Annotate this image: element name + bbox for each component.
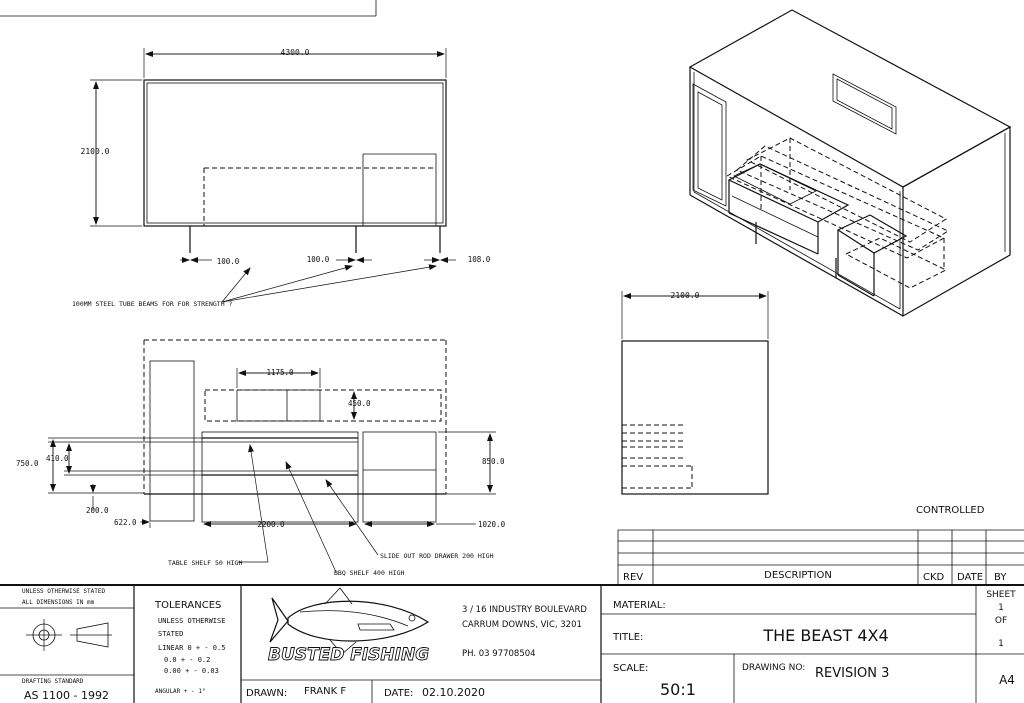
- side-view: 1175.0 450.0 410.0 750.0 850.0 200.0 622…: [16, 339, 506, 577]
- dim-right-height: 850.0: [482, 457, 505, 466]
- revision-block: CONTROLLED REV DESCRIPTION CKD DATE BY: [617, 505, 1024, 585]
- dim-front-right-offset: 108.0: [468, 255, 491, 264]
- dim-shelf-height: 410.0: [46, 454, 69, 463]
- drawing-title: THE BEAST 4X4: [762, 626, 888, 645]
- dim-front-mid-offset: 100.0: [307, 255, 330, 264]
- front-view: 4300.0 2100.0 100.0 100.0 108.0 100MM ST…: [72, 48, 491, 308]
- dim-end-width: 2100.0: [671, 291, 700, 300]
- tol-line3: LINEAR 0 + - 0.5: [158, 644, 225, 652]
- title-block: UNLESS OTHERWISE STATED ALL DIMENSIONS I…: [0, 584, 1024, 703]
- header-fragment: [0, 0, 377, 17]
- dim-base-height: 200.0: [86, 506, 109, 515]
- note-table-shelf: TABLE SHELF 50 HIGH: [168, 559, 242, 567]
- date-header: DATE: [957, 572, 983, 583]
- tol-line4: 0.0 + - 0.2: [164, 656, 210, 664]
- sheet-label: SHEET: [986, 590, 1016, 600]
- end-view: 2100.0: [621, 291, 769, 495]
- isometric-view: [688, 9, 1012, 318]
- scale-label: SCALE:: [613, 663, 648, 674]
- dim-front-height: 2100.0: [81, 147, 110, 156]
- dim-drawer-height: 450.0: [348, 399, 371, 408]
- drafting-standard-label: DRAFTING STANDARD: [22, 678, 84, 685]
- dim-front-left-offset: 100.0: [217, 257, 240, 266]
- unless-stated-line2: ALL DIMENSIONS IN mm: [22, 599, 95, 606]
- rev-header: REV: [623, 572, 643, 583]
- sheet-of: OF: [995, 616, 1007, 626]
- sheet-number: 1: [998, 603, 1004, 613]
- drawn-by: FRANK F: [304, 686, 346, 697]
- tol-line2: STATED: [158, 630, 183, 638]
- dim-front-width: 4300.0: [281, 48, 310, 57]
- address-line2: CARRUM DOWNS, VIC, 3201: [462, 620, 582, 630]
- tol-angular: ANGULAR + - 1°: [155, 688, 206, 695]
- material-label: MATERIAL:: [613, 600, 666, 611]
- note-bbq-shelf: BBQ SHELF 400 HIGH: [334, 569, 405, 577]
- drafting-standard: AS 1100 - 1992: [24, 689, 109, 702]
- dim-drawer-width: 1175.0: [266, 368, 294, 377]
- drawing-date: 02.10.2020: [422, 686, 485, 699]
- dim-table-height: 750.0: [16, 459, 39, 468]
- address-line1: 3 / 16 INDUSTRY BOULEVARD: [462, 605, 587, 615]
- tol-line5: 0.00 + - 0.03: [164, 667, 219, 675]
- description-header: DESCRIPTION: [764, 570, 832, 581]
- tol-line1: UNLESS OTHERWISE: [158, 617, 225, 625]
- company-name-logo: BUSTED FISHING: [268, 645, 429, 665]
- paper-size: A4: [999, 673, 1015, 687]
- controlled-label: CONTROLLED: [916, 505, 985, 516]
- dim-left-width: 622.0: [114, 518, 137, 527]
- by-header: BY: [994, 572, 1007, 583]
- sheet-total: 1: [998, 639, 1004, 649]
- third-angle-projection-icon: [26, 619, 112, 651]
- tuna-fish-logo-icon: [269, 587, 430, 655]
- ckd-header: CKD: [923, 572, 945, 583]
- drawing-no: REVISION 3: [815, 666, 889, 681]
- scale-value: 50:1: [660, 680, 696, 699]
- drawing-no-label: DRAWING NO:: [742, 663, 805, 673]
- tolerances-title: TOLERANCES: [154, 600, 221, 611]
- dim-mid-width: 2200.0: [257, 520, 285, 529]
- dim-right-width: 1020.0: [478, 520, 506, 529]
- phone: PH. 03 97708504: [462, 649, 536, 659]
- date-label: DATE:: [384, 688, 413, 699]
- title-label: TITLE:: [612, 632, 643, 643]
- note-beams: 100MM STEEL TUBE BEAMS FOR FOR STRENGTH …: [72, 300, 233, 308]
- note-rod-drawer: SLIDE OUT ROD DRAWER 200 HIGH: [380, 552, 494, 560]
- unless-stated-line1: UNLESS OTHERWISE STATED: [22, 588, 105, 595]
- drawn-label: DRAWN:: [246, 688, 287, 699]
